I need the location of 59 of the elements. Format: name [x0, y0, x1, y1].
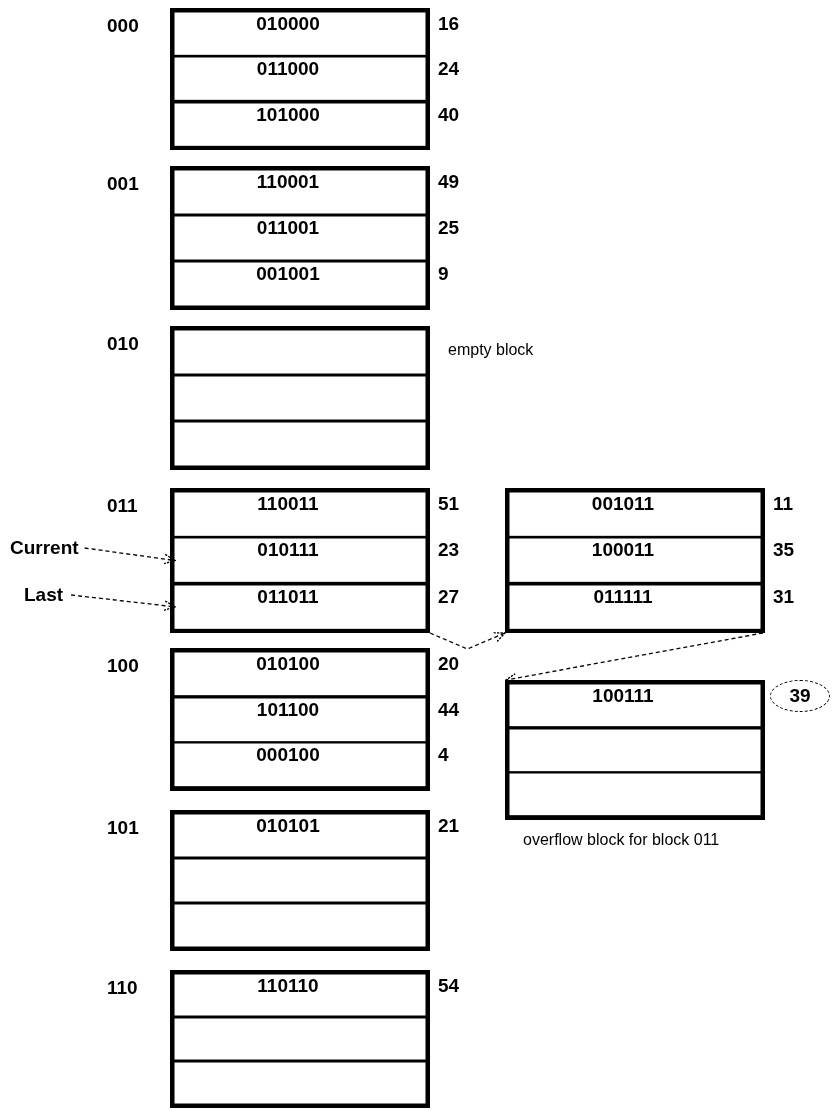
- record-number: 35: [773, 539, 795, 562]
- bucket-label: 101: [107, 817, 139, 839]
- record-number: 21: [438, 815, 460, 837]
- pointer-label: Current: [10, 537, 79, 559]
- record-slot: [173, 858, 427, 903]
- record-number: 20: [438, 653, 460, 675]
- record-number: 49: [438, 171, 460, 193]
- record-key: 011000: [213, 58, 363, 81]
- record-slot: [173, 1061, 427, 1105]
- record-key: 010000: [213, 13, 363, 35]
- record-number: 4: [438, 744, 449, 767]
- note-text: empty block: [448, 341, 535, 359]
- record-slot: [508, 772, 762, 817]
- record-number: 25: [438, 217, 460, 239]
- record-key: 011011: [213, 585, 363, 608]
- record-key: 101000: [213, 103, 363, 126]
- record-slot: [508, 727, 762, 773]
- record-number: 16: [438, 13, 460, 35]
- bucket-label: 000: [107, 15, 139, 37]
- pointer-arrow: [70, 594, 176, 611]
- record-key: 101100: [213, 698, 363, 721]
- record-key: 010100: [213, 653, 363, 675]
- record-number: 51: [438, 493, 460, 515]
- record-slot: [173, 375, 427, 421]
- record-key: 011111: [548, 585, 698, 608]
- pointer-label: Last: [24, 584, 64, 606]
- record-number: 9: [438, 263, 449, 285]
- bucket-label: 100: [107, 655, 139, 677]
- record-key: 100011: [548, 539, 698, 562]
- record-key: 010101: [213, 815, 363, 837]
- record-slot: [508, 683, 762, 728]
- record-number: 40: [438, 103, 460, 126]
- record-key: 010111: [213, 539, 363, 562]
- bucket-label: 001: [107, 173, 139, 195]
- record-key: 100111: [548, 685, 698, 707]
- pointer-arrow: [429, 632, 506, 650]
- record-number: 11: [773, 493, 794, 515]
- bucket-label: 110: [107, 977, 138, 999]
- record-slot: [173, 903, 427, 948]
- record-number: 24: [438, 58, 460, 81]
- record-key: 000100: [213, 744, 363, 767]
- record-slot: [173, 329, 427, 375]
- pointer-arrow: [83, 547, 176, 565]
- record-slot: [173, 421, 427, 467]
- record-number: 23: [438, 539, 460, 562]
- record-key: 011001: [213, 217, 363, 239]
- note-text: overflow block for block 011: [523, 831, 721, 849]
- record-key: 110001: [213, 171, 363, 193]
- record-key: 001001: [213, 263, 363, 285]
- bucket-label: 011: [107, 495, 138, 517]
- record-key: 110110: [213, 975, 363, 997]
- record-slot: [173, 1017, 427, 1061]
- bucket-label: 010: [107, 333, 139, 355]
- record-number: 44: [438, 698, 460, 721]
- record-number: 31: [773, 585, 795, 608]
- record-key: 001011: [548, 493, 698, 515]
- record-number: 27: [438, 585, 460, 608]
- record-number: 54: [438, 975, 460, 997]
- record-key: 110011: [213, 493, 363, 515]
